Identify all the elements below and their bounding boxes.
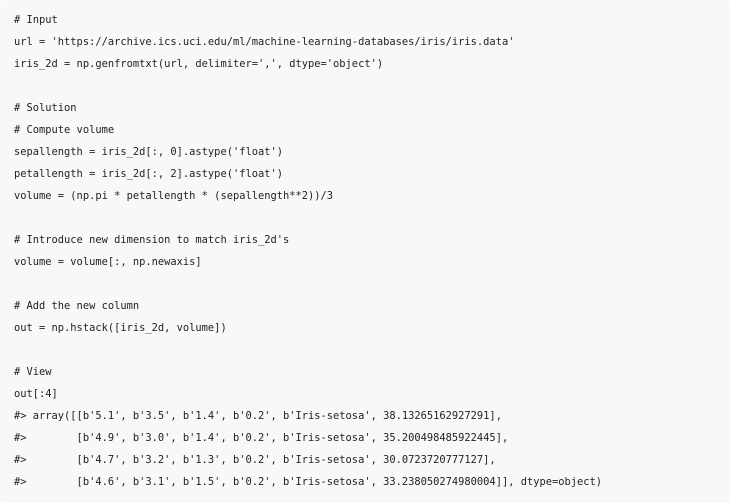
code-line: #> [b'4.9', b'3.0', b'1.4', b'0.2', b'Ir… [14,432,509,444]
code-line: # Introduce new dimension to match iris_… [14,234,290,246]
code-line [14,75,716,97]
code-line: # Add the new column [14,300,140,312]
code-line: out = np.hstack([iris_2d, volume]) [14,322,227,334]
code-line: volume = volume[:, np.newaxis] [14,256,202,268]
code-line [14,339,716,361]
code-line: #> [b'4.7', b'3.2', b'1.3', b'0.2', b'Ir… [14,454,496,466]
code-line [14,273,716,295]
code-line [14,207,716,229]
code-line: url = 'https://archive.ics.uci.edu/ml/ma… [14,36,515,48]
code-line: petallength = iris_2d[:, 2].astype('floa… [14,168,283,180]
code-line: # Compute volume [14,124,115,136]
code-line: #> [b'4.6', b'3.1', b'1.5', b'0.2', b'Ir… [14,476,603,488]
code-line: # View [14,366,52,378]
code-line: sepallength = iris_2d[:, 0].astype('floa… [14,146,283,158]
code-line: out[:4] [14,388,58,400]
code-line: # Solution [14,102,77,114]
code-line: # Input [14,14,58,26]
code-line: #> array([[b'5.1', b'3.5', b'1.4', b'0.2… [14,410,502,422]
code-line: iris_2d = np.genfromtxt(url, delimiter='… [14,58,384,70]
code-line: volume = (np.pi * petallength * (sepalle… [14,190,334,202]
